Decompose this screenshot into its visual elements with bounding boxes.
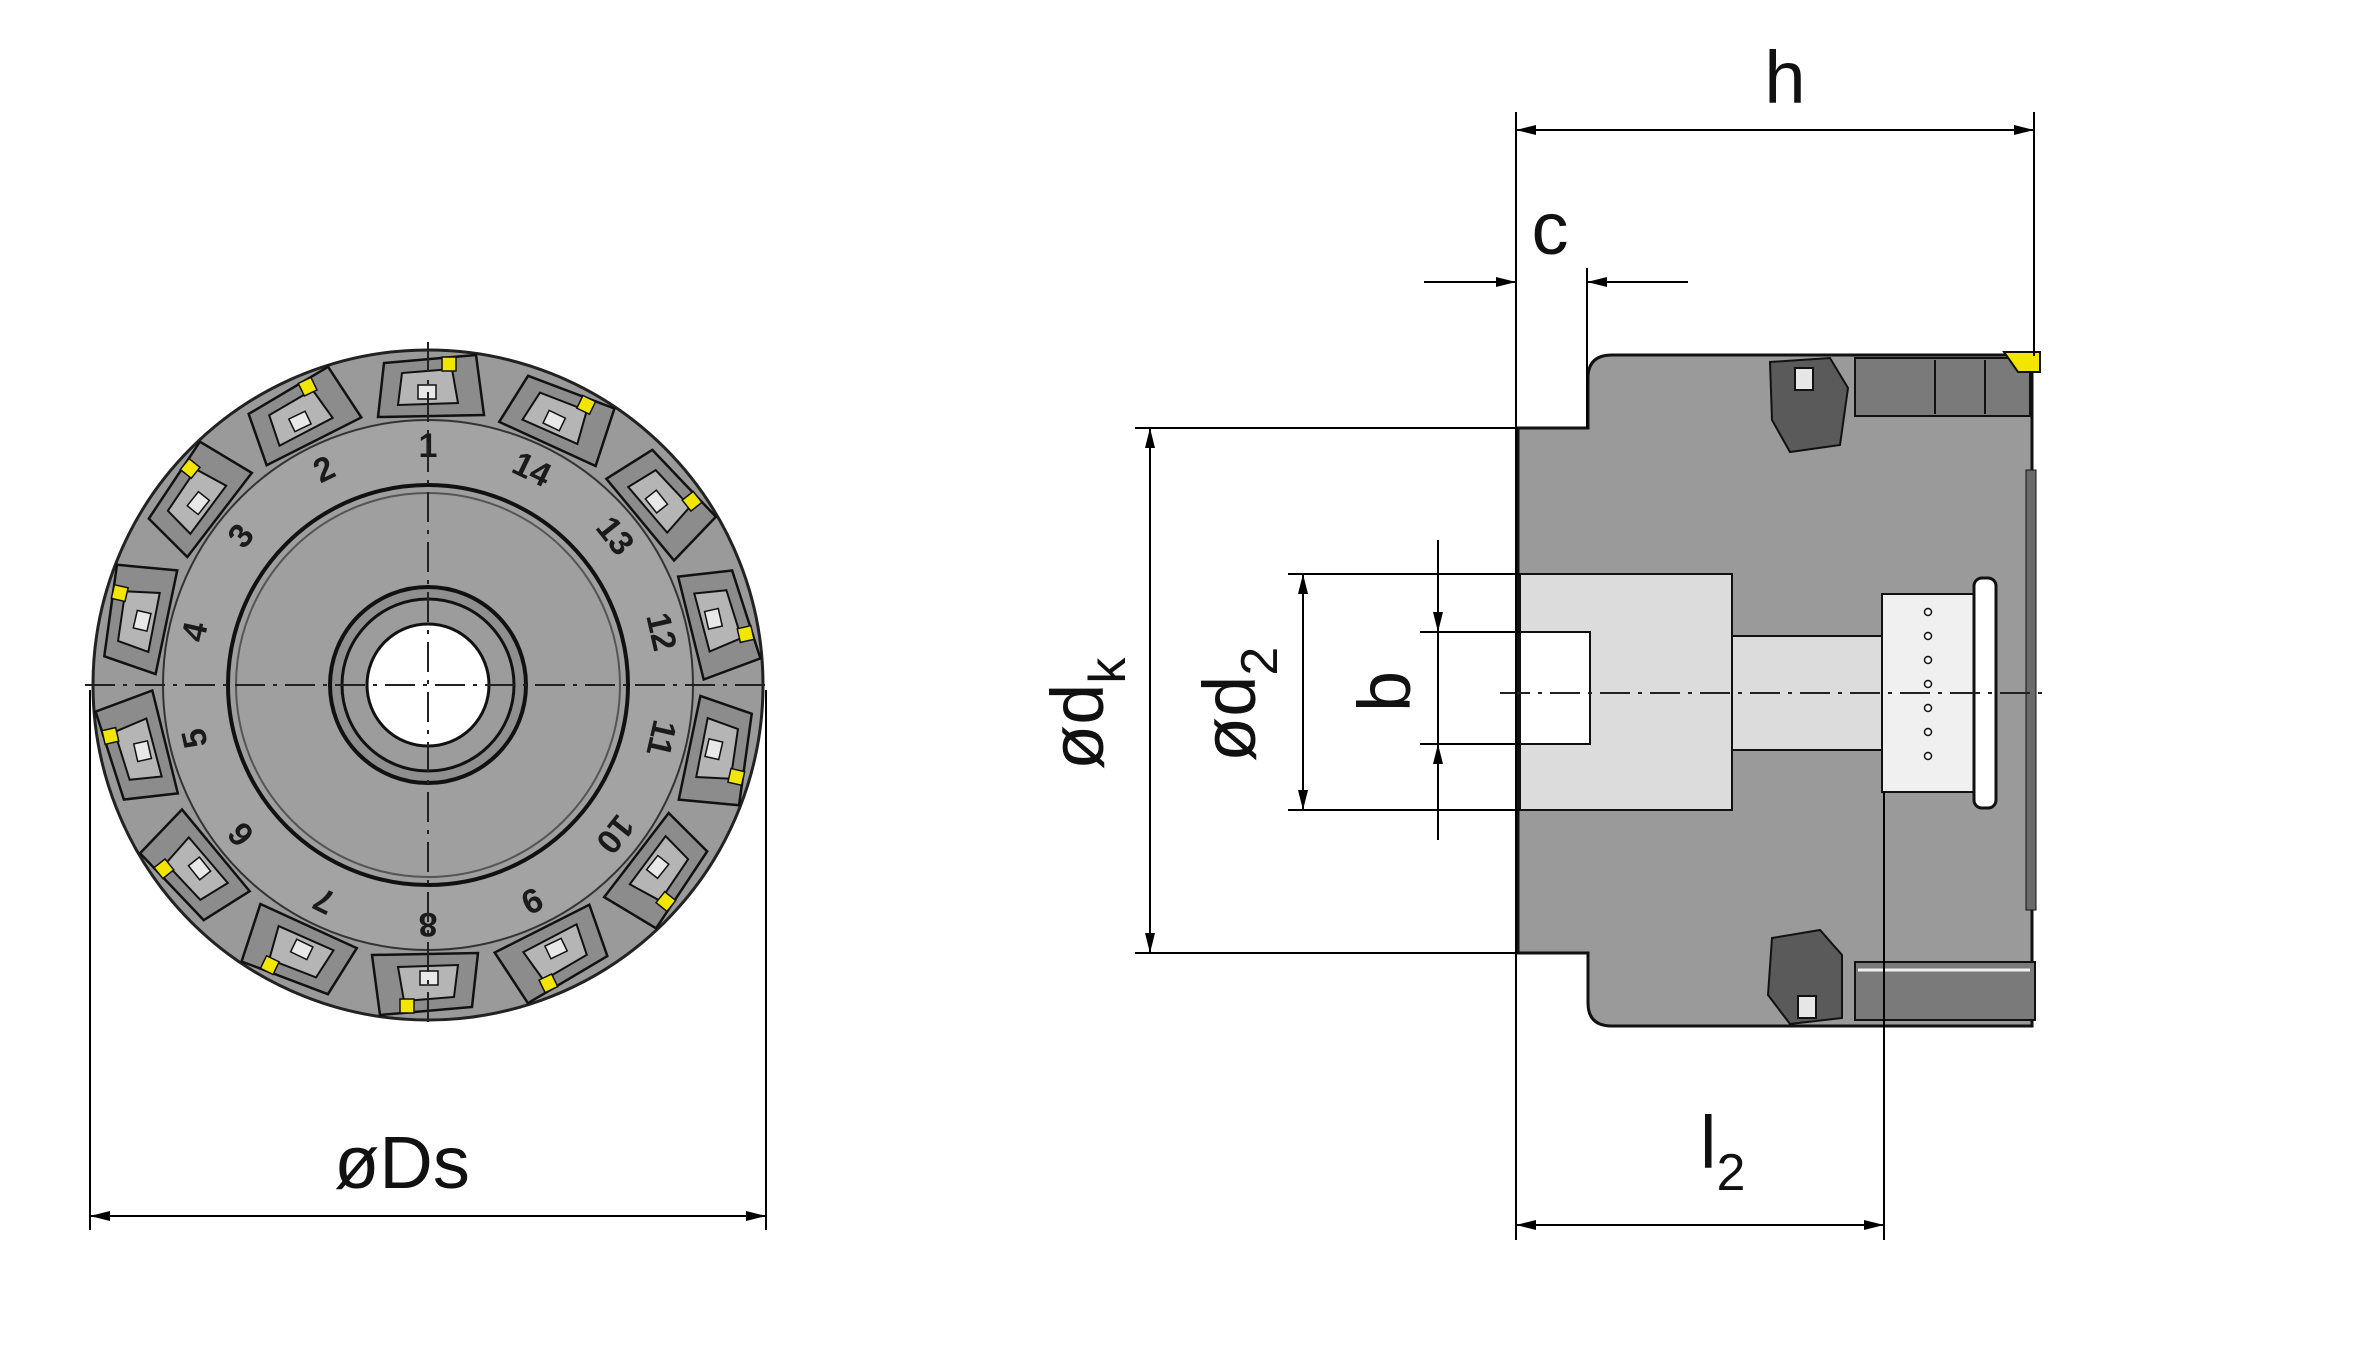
insert-yellow-edge: [153, 857, 175, 880]
drive-slot: [1519, 631, 1591, 745]
insert-pockets: [94, 353, 762, 1017]
dk-label: ødk: [1036, 657, 1137, 770]
insert-yellow-edge: [179, 457, 202, 480]
insert-pocket: [147, 440, 254, 559]
b-label: b: [1343, 671, 1426, 712]
insert-screw: [187, 856, 212, 881]
insert-yellow-edge: [297, 376, 318, 398]
insert-screw: [703, 607, 724, 631]
insert-screw: [645, 854, 670, 880]
bottom-insert-pocket: [1766, 928, 1843, 1026]
insert-pocket: [676, 569, 762, 682]
insert-yellow-edge: [441, 356, 457, 372]
insert-pocket: [370, 951, 480, 1017]
insert-screw: [132, 739, 153, 763]
insert-yellow-edge: [101, 726, 120, 746]
coolant-hole: [1923, 751, 1933, 761]
coolant-hole: [1923, 655, 1933, 665]
insert-yellow-edge: [681, 490, 703, 513]
insert-screw: [186, 490, 211, 516]
insert-screw: [542, 409, 567, 432]
coolant-holes: [1923, 607, 1933, 761]
insert-pocket: [240, 902, 359, 996]
insert-screw: [543, 937, 569, 960]
insert-pocket: [677, 694, 754, 807]
h-label: h: [1764, 36, 1805, 119]
ds-label: øDs: [334, 1121, 470, 1204]
insert-pocket: [247, 365, 364, 467]
insert-yellow-edge: [399, 998, 415, 1014]
top-insert-yellow: [2002, 351, 2041, 373]
top-insert-pocket: [1768, 356, 1850, 454]
top-insert-holder: [1854, 357, 2031, 417]
insert-screw: [287, 410, 313, 433]
insert-yellow-edge: [538, 972, 559, 994]
c-label: c: [1532, 187, 1569, 270]
top-clamp-screw: [1794, 367, 1814, 391]
bottom-clamp-screw: [1797, 995, 1817, 1019]
insert-yellow-edge: [654, 890, 677, 913]
insert-pocket: [94, 688, 180, 801]
insert-yellow-edge: [110, 583, 130, 603]
insert-yellow-edge: [575, 394, 597, 416]
coolant-hole: [1923, 607, 1933, 617]
insert-screw: [289, 938, 314, 961]
insert-screw: [644, 489, 669, 514]
insert-yellow-edge: [259, 954, 281, 976]
side-view: h c ødk ød2 b l2: [1036, 36, 2045, 1240]
insert-pocket: [602, 811, 709, 930]
insert-screw: [132, 609, 152, 633]
pocket-number: 11: [638, 716, 683, 760]
pocket-number: 8: [419, 905, 438, 943]
insert-pocket: [497, 374, 616, 468]
insert-yellow-edge: [726, 767, 746, 787]
front-face-strip: [2025, 469, 2037, 911]
insert-pocket: [492, 903, 609, 1005]
insert-yellow-edge: [736, 624, 755, 644]
pocket-number: 12: [638, 609, 683, 654]
d2-label: ød2: [1188, 647, 1289, 762]
insert-pocket: [138, 807, 252, 922]
insert-pocket: [604, 448, 718, 563]
insert-pocket: [102, 563, 179, 676]
coolant-hole: [1923, 679, 1933, 689]
coolant-hole: [1923, 703, 1933, 713]
l2-label: l2: [1700, 1101, 1745, 1202]
insert-pocket: [376, 353, 486, 419]
coolant-hole: [1923, 727, 1933, 737]
insert-screw: [704, 737, 724, 761]
coolant-hole: [1923, 631, 1933, 641]
